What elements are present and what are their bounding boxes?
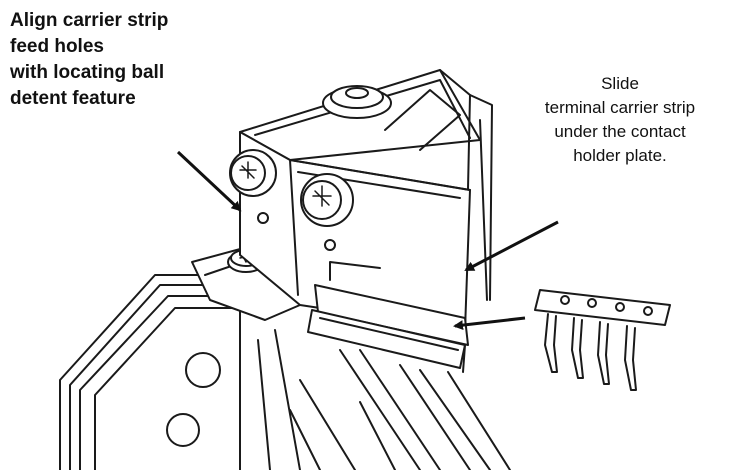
arrow-to-detent <box>176 150 242 212</box>
ram-slides <box>257 329 511 470</box>
arrow-to-holder-plate <box>464 220 559 272</box>
callout-right-line-3: under the contact <box>554 122 686 141</box>
callout-right-line-2: terminal carrier strip <box>544 98 696 117</box>
die-block <box>59 274 241 470</box>
right-thumb-screw-icon <box>300 173 354 251</box>
arrow-to-carrier-slot <box>453 316 526 331</box>
die-hole-lower <box>166 413 200 447</box>
contact-holder-plate <box>307 261 469 373</box>
callout-slide-carrier-strip: Slide terminal carrier strip under the c… <box>505 72 735 168</box>
callout-align-feed-holes: Align carrier strip feed holes with loca… <box>10 8 280 112</box>
top-cap-screw-icon <box>322 85 392 119</box>
terminal-carrier-strip <box>534 289 671 391</box>
callout-right-line-1: Slide <box>601 74 639 93</box>
terminal-3 <box>597 321 610 385</box>
die-hole-upper <box>185 352 221 388</box>
terminal-1 <box>544 313 558 373</box>
terminal-2 <box>571 317 584 379</box>
callout-left-line-1: Align carrier strip <box>10 10 169 31</box>
feed-hole-detent <box>257 212 269 224</box>
terminal-4 <box>624 325 637 391</box>
callout-left-line-4: detent feature <box>10 88 136 109</box>
callout-left-line-3: with locating ball <box>10 62 165 83</box>
callout-right-line-4: holder plate. <box>573 146 667 165</box>
left-thumb-screw-icon <box>229 149 277 224</box>
locating-hole <box>324 239 336 251</box>
callout-left-line-2: feed holes <box>10 36 104 57</box>
